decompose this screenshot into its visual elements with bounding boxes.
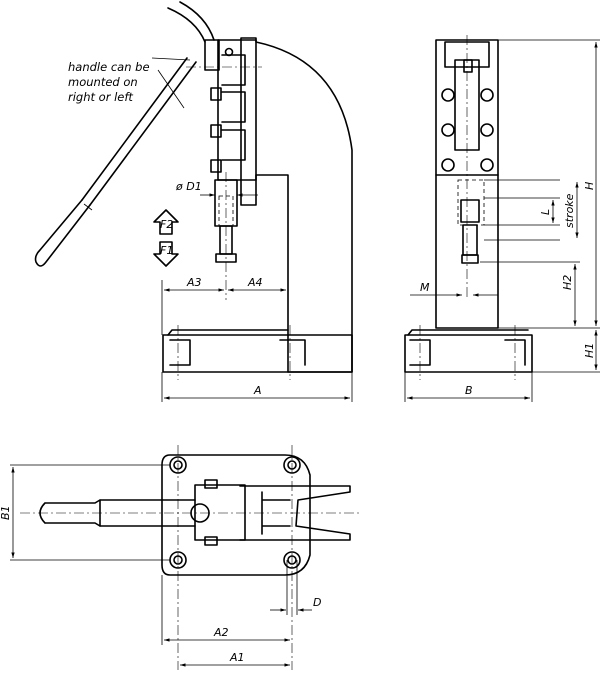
rack-plate	[217, 39, 257, 181]
press-frame	[240, 37, 353, 373]
label-h: H	[583, 182, 596, 190]
handle-lever	[167, 1, 215, 43]
label-a3: A3	[186, 276, 202, 289]
force-arrow-up	[153, 209, 179, 235]
handle-note-line1: handle can be	[68, 60, 150, 74]
label-l: L	[539, 209, 552, 215]
label-b1: B1	[0, 505, 12, 520]
label-h2: H2	[561, 275, 574, 290]
label-f2: F2	[160, 218, 173, 231]
base-plate	[162, 334, 353, 373]
handle-grip	[34, 199, 91, 267]
top-head	[194, 484, 246, 541]
label-m: M	[420, 281, 430, 294]
front-view	[404, 35, 600, 402]
handle-note-line2: mounted on	[68, 75, 138, 89]
label-h1: H1	[583, 343, 596, 358]
force-arrow-down	[153, 241, 179, 267]
label-a: A	[253, 384, 262, 397]
label-phi-d1: ø D1	[175, 180, 202, 193]
label-d: D	[313, 596, 321, 609]
top-base-plate	[161, 454, 311, 576]
rack-teeth	[221, 54, 246, 161]
label-a2: A2	[213, 626, 229, 639]
handle-note-line3: right or left	[68, 90, 133, 104]
label-a1: A1	[229, 651, 245, 664]
side-view	[34, 1, 353, 402]
dimension-labels: handle can be mounted on right or left ø…	[0, 60, 596, 664]
label-a4: A4	[247, 276, 263, 289]
label-b: B	[465, 384, 473, 397]
pinion-housing	[204, 39, 220, 71]
label-f1: F1	[160, 244, 173, 257]
label-stroke: stroke	[563, 193, 576, 228]
top-view	[10, 445, 360, 670]
column	[435, 174, 499, 329]
